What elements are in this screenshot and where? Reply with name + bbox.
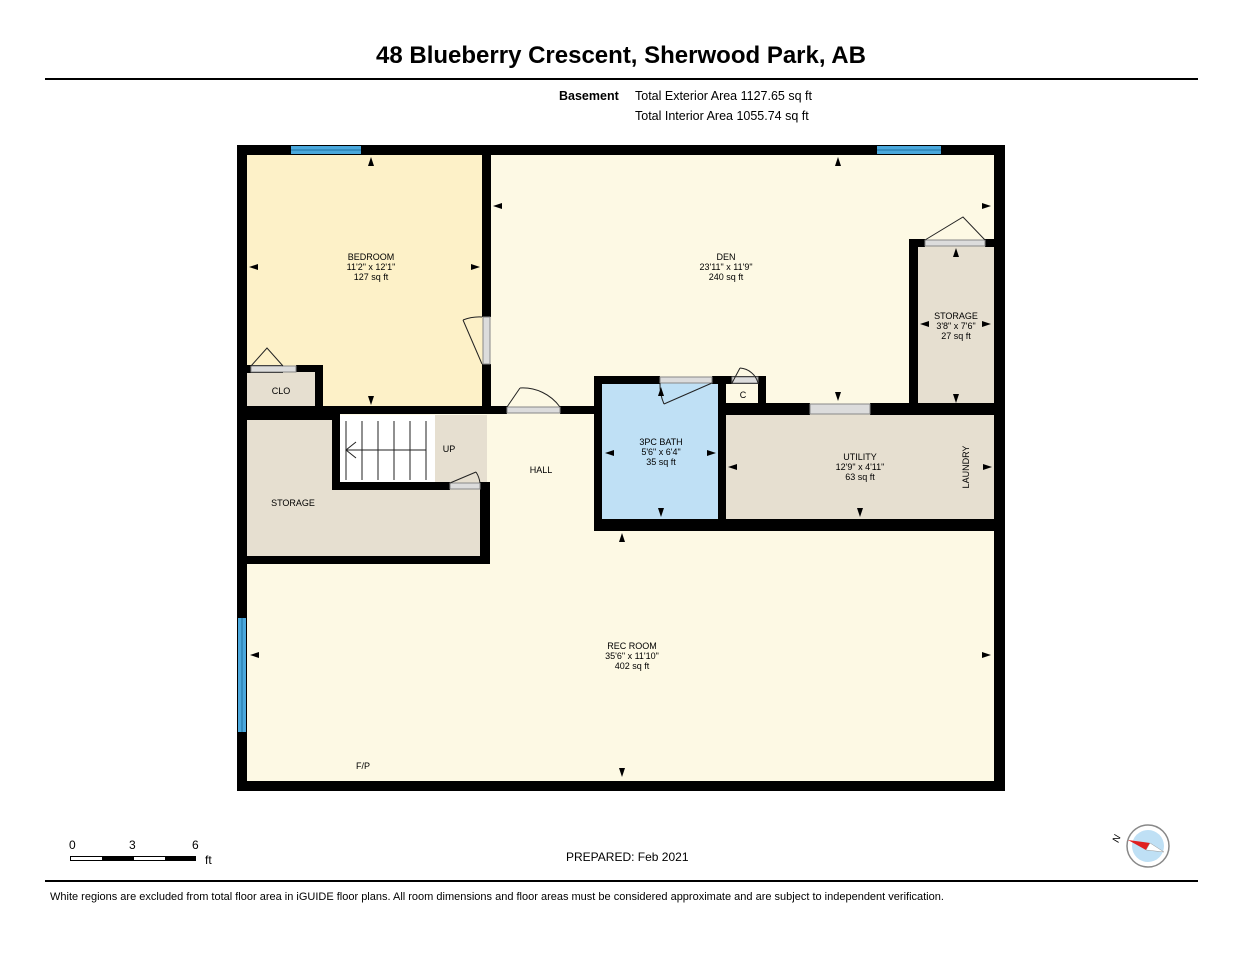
laundry-label: LAUNDRY: [961, 446, 971, 489]
bath-fill: [602, 381, 720, 519]
storage-small-name: STORAGE: [934, 311, 978, 321]
door-utility: [809, 403, 871, 415]
den-area: 240 sq ft: [709, 272, 744, 282]
footer-divider: [45, 880, 1198, 882]
bath-area: 35 sq ft: [646, 457, 676, 467]
utility-name: UTILITY: [843, 452, 877, 462]
rec-dims: 35'6" x 11'10": [605, 651, 659, 661]
den-dims: 23'11" x 11'9": [699, 262, 752, 272]
storage-left-label: STORAGE: [271, 498, 315, 508]
c-label: C: [740, 390, 747, 400]
door-storage-left: [449, 482, 481, 490]
door-storage-small: [924, 239, 986, 247]
clo-label: CLO: [272, 386, 291, 396]
door-c: [731, 376, 759, 384]
exterior-area: Total Exterior Area 1127.65 sq ft: [635, 89, 812, 103]
door-hall-bedroom: [506, 406, 561, 414]
header-divider: [45, 78, 1198, 80]
disclaimer: White regions are excluded from total fl…: [50, 891, 944, 903]
walls: [237, 145, 1005, 791]
rec-area: 402 sq ft: [615, 661, 650, 671]
scale-label-6: 6: [192, 838, 199, 852]
bath-dims: 5'6" x 6'4": [641, 447, 680, 457]
door-bedroom: [482, 316, 491, 365]
bath-name: 3PC BATH: [639, 437, 682, 447]
level-label: Basement: [559, 89, 619, 103]
scale-label-3: 3: [129, 838, 136, 852]
dimension-markers: [249, 157, 992, 777]
den-name: DEN: [716, 252, 735, 262]
scale-unit: ft: [205, 853, 212, 867]
prepared-date: PREPARED: Feb 2021: [566, 850, 689, 864]
storage-small-area: 27 sq ft: [941, 331, 971, 341]
stairs: [345, 421, 427, 480]
utility-area: 63 sq ft: [845, 472, 875, 482]
storage-small-dims: 3'8" x 7'6": [936, 321, 975, 331]
storage-small-fill: [918, 246, 994, 406]
bedroom-name: BEDROOM: [348, 252, 395, 262]
compass-needle-icon: [1128, 840, 1150, 850]
bedroom-dims: 11'2" x 12'1": [347, 262, 396, 272]
utility-fill: [726, 412, 994, 519]
interior-area: Total Interior Area 1055.74 sq ft: [635, 109, 809, 123]
compass: N: [1110, 822, 1172, 872]
fp-label: F/P: [356, 761, 370, 771]
clo-fill: [247, 371, 317, 410]
scale-label-0: 0: [69, 838, 76, 852]
page-title: 48 Blueberry Crescent, Sherwood Park, AB: [376, 42, 866, 69]
hall-label: HALL: [530, 465, 553, 475]
door-clo: [250, 365, 297, 373]
up-label: UP: [443, 444, 456, 454]
bedroom-area: 127 sq ft: [354, 272, 389, 282]
compass-north-label: N: [1111, 833, 1124, 844]
door-bath: [659, 376, 713, 384]
rec-name: REC ROOM: [607, 641, 657, 651]
utility-dims: 12'9" x 4'11": [836, 462, 885, 472]
scale-bar: 0 3 6 ft: [64, 838, 224, 868]
